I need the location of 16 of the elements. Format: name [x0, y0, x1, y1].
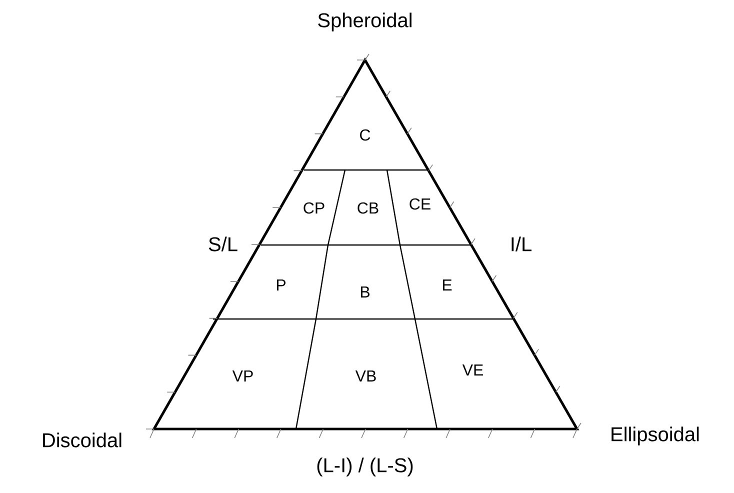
region-label: VB [355, 370, 376, 382]
axis-label: I/L [512, 236, 532, 252]
region-label: P [276, 280, 286, 290]
region-label: CP [304, 202, 324, 214]
region-label: VE [462, 364, 483, 376]
axis-label: (L-I) / (L-S) [317, 458, 413, 476]
corner-label: Ellipsoidal [612, 426, 699, 446]
axis-label: S/L [208, 236, 238, 252]
region-label: C [360, 129, 370, 141]
region-label: CE [410, 198, 430, 210]
corner-label: Spheroidal [318, 12, 412, 32]
corner-label: Discoidal [43, 432, 122, 448]
region-label: CB [358, 202, 378, 214]
region-label: E [442, 280, 452, 290]
region-label: B [360, 286, 370, 298]
region-label: VP [232, 370, 253, 382]
